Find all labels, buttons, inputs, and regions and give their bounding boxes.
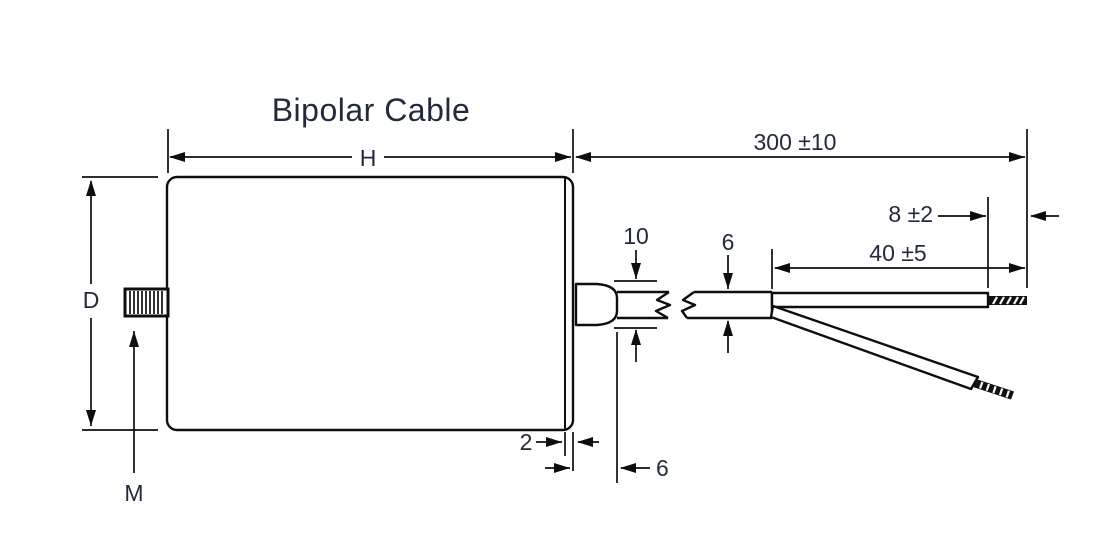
thread-hatching <box>129 291 163 314</box>
dim-cable-diameter: 6 <box>722 229 735 353</box>
dim-housing-length: H <box>167 129 574 173</box>
dim-cable-diameter-label: 6 <box>722 229 735 255</box>
dim-housing-diameter-label: D <box>83 287 100 313</box>
cable-break-right-edge <box>680 291 697 319</box>
dim-housing-diameter: D <box>82 176 158 431</box>
dim-thread-callout-label: M <box>124 480 143 506</box>
threaded-stud <box>123 287 170 318</box>
wire-lead-top <box>770 291 990 309</box>
dim-strip-length-label: 8 ±2 <box>888 201 933 227</box>
dim-end-seal-label: 2 <box>520 429 533 455</box>
dim-boot-diameter-label: 10 <box>623 223 649 249</box>
stripped-tip-top <box>988 296 1027 305</box>
dim-split-length: 40 ±5 <box>771 240 1025 289</box>
dim-thread-callout: M <box>124 331 144 506</box>
dim-boot-length-label: 6 <box>656 455 669 481</box>
dim-split-length-label: 40 ±5 <box>869 240 926 266</box>
dim-cable-length: 300 ±10 <box>575 129 1028 288</box>
strain-relief-boot <box>574 282 619 327</box>
cable-jacket <box>617 290 774 320</box>
stripped-tip-bottom <box>973 379 1014 400</box>
cable-break-left-edge <box>654 291 672 320</box>
dim-boot-length: 6 <box>545 332 669 483</box>
dim-end-seal: 2 <box>520 429 599 471</box>
dim-boot-diameter: 10 <box>614 223 657 362</box>
diagram-title: Bipolar Cable <box>272 92 471 128</box>
component-housing <box>165 175 575 432</box>
wire-lead-bottom <box>769 304 980 391</box>
dim-housing-length-label: H <box>360 145 377 171</box>
dim-cable-length-label: 300 ±10 <box>754 129 837 155</box>
